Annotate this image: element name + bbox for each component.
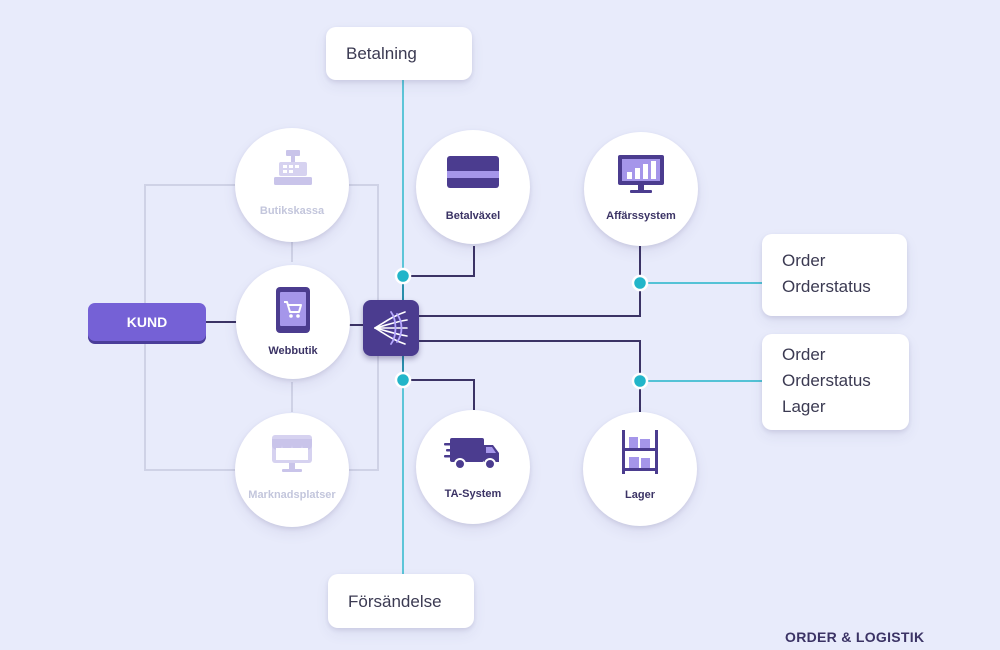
node-label: Webbutik	[268, 345, 318, 357]
node-label: Betalväxel	[445, 210, 501, 222]
node-ta-system[interactable]: TA-System	[416, 410, 530, 524]
node-label: TA-System	[444, 488, 502, 500]
warehouse-shelf-icon	[622, 430, 658, 474]
node-label: Marknadsplatser	[248, 489, 336, 501]
box-forsandelse[interactable]: Försändelse	[328, 574, 474, 628]
storefront-icon	[272, 435, 312, 472]
junction-dot	[394, 267, 412, 285]
credit-card-icon	[447, 156, 499, 188]
box-order-status[interactable]: Order Orderstatus	[762, 234, 907, 316]
box-label: Försändelse	[348, 592, 442, 611]
monitor-chart-icon	[618, 155, 664, 193]
junction-dot	[631, 372, 649, 390]
hub-logo[interactable]	[363, 300, 419, 356]
junction-dot	[631, 274, 649, 292]
box-line: Order	[782, 345, 826, 364]
logo-icon	[374, 311, 408, 345]
box-label: Betalning	[346, 44, 417, 63]
box-line: Orderstatus	[782, 371, 871, 390]
node-label: Butikskassa	[259, 205, 325, 217]
node-label: Lager	[625, 489, 655, 501]
node-label: Affärssystem	[606, 210, 676, 222]
node-marknadsplatser[interactable]: Marknadsplatser	[235, 413, 349, 527]
node-webbutik[interactable]: Webbutik	[236, 265, 350, 379]
node-affarssystem[interactable]: Affärssystem	[584, 132, 698, 246]
kund-button[interactable]: KUND	[88, 303, 206, 341]
box-line: Orderstatus	[782, 277, 871, 296]
box-line: Lager	[782, 397, 826, 416]
box-order-status-lager[interactable]: Order Orderstatus Lager	[762, 334, 909, 430]
node-lager[interactable]: Lager	[583, 412, 697, 526]
diagram-caption: ORDER & LOGISTIK	[785, 629, 925, 645]
box-betalning[interactable]: Betalning	[326, 27, 472, 80]
junction-dot	[394, 371, 412, 389]
truck-icon	[444, 438, 499, 470]
cash-register-icon	[274, 150, 312, 185]
tablet-cart-icon	[276, 287, 310, 333]
node-betalvaxel[interactable]: Betalväxel	[416, 130, 530, 244]
box-line: Order	[782, 251, 826, 270]
node-butikskassa[interactable]: Butikskassa	[235, 128, 349, 242]
